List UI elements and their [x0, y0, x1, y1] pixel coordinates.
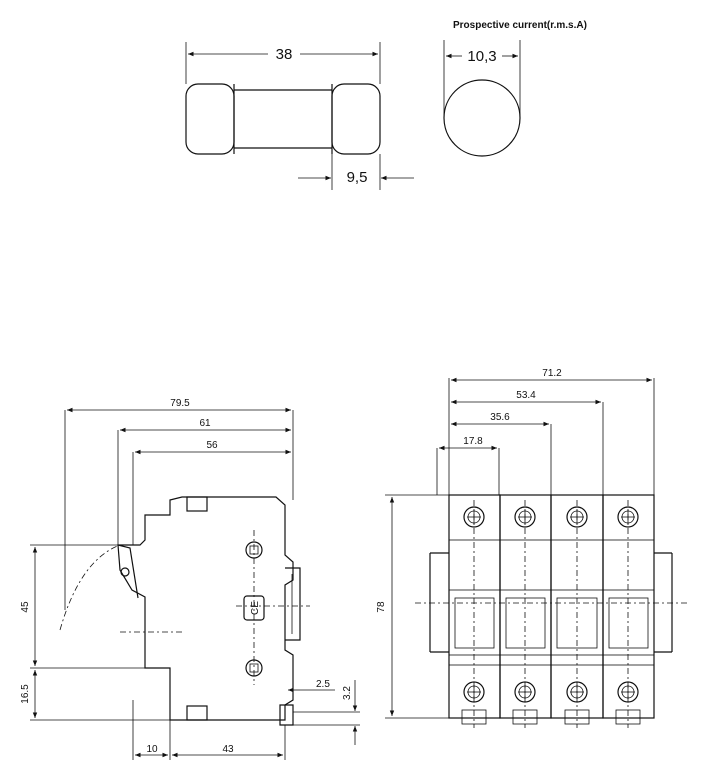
dim-16-5: 16.5	[20, 684, 31, 704]
pole-1	[448, 494, 501, 728]
fuse-cap-length-label: 9,5	[347, 169, 368, 186]
dim-10: 10	[146, 744, 158, 755]
dim-3-2: 3.2	[342, 686, 353, 700]
fuse-cartridge-drawing: 38 9,5 10,3 Prospective current(r.m.s.A)	[185, 20, 587, 190]
dim-43: 43	[222, 744, 234, 755]
dim-71-2: 71.2	[542, 368, 562, 379]
dim-35-6: 35.6	[490, 412, 510, 423]
dim-17-8: 17.8	[463, 436, 483, 447]
dim-2-5: 2.5	[316, 679, 330, 690]
dim-56: 56	[206, 440, 218, 451]
dim-61: 61	[199, 418, 211, 429]
pole-3	[550, 494, 604, 728]
holder-front-view: 71.2 53.4 35.6 17.8 78	[376, 368, 690, 728]
fuse-diameter-label: 10,3	[467, 48, 496, 65]
dim-53-4: 53.4	[516, 390, 536, 401]
dim-45: 45	[20, 601, 31, 613]
fuse-length-label: 38	[276, 46, 293, 63]
dim-78: 78	[376, 601, 387, 613]
pole-2	[499, 494, 552, 728]
dim-79-5: 79.5	[170, 398, 190, 409]
pole-4	[602, 494, 655, 728]
ce-mark: CE	[250, 601, 261, 615]
prospective-current-caption: Prospective current(r.m.s.A)	[453, 20, 587, 31]
holder-side-view: 79.5 61 56 CE	[20, 398, 360, 760]
